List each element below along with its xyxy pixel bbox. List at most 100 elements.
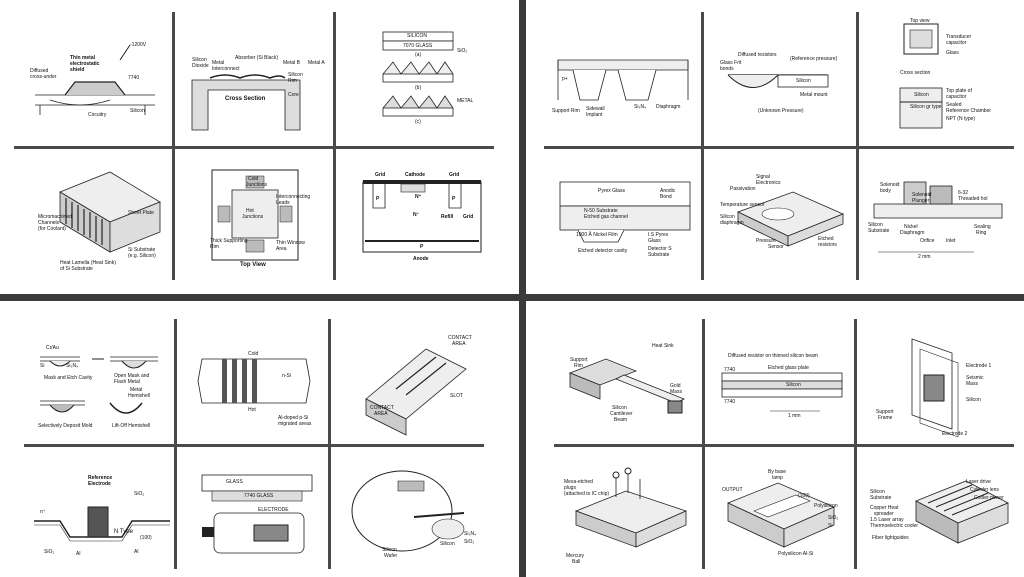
label: Cross Section <box>225 96 266 102</box>
label: (b) <box>415 85 422 91</box>
label: Electronics <box>756 180 781 186</box>
label: (c) <box>415 119 421 125</box>
accelerometer-drawing <box>911 338 959 438</box>
label: Sealed <box>946 102 962 108</box>
label: Cylinder lens <box>970 487 999 493</box>
heat-sink-drawing <box>59 171 161 253</box>
label: Ball <box>572 559 581 565</box>
label: shield <box>70 67 85 73</box>
label: Thick Supporting <box>210 238 248 244</box>
label: Anodic <box>660 188 676 194</box>
grid-divider-v <box>856 12 859 280</box>
label: 7740 <box>724 367 736 373</box>
label: body <box>880 188 891 194</box>
label: Etched detector cavity <box>578 248 628 254</box>
label: (attached to IC chip) <box>564 491 610 497</box>
label: Electrode 1 <box>966 363 992 369</box>
grid-divider-h <box>14 146 494 149</box>
label: Cantilever <box>610 411 633 417</box>
label: 7070 GLASS <box>403 43 433 49</box>
figure-wafer-probe: Silicon Wafer Si₃N₄ SiO₂ Silicon <box>336 451 486 571</box>
label: By base <box>768 469 787 475</box>
grid-divider-v <box>701 12 704 280</box>
label: Thin metal <box>70 55 96 61</box>
label: AREA <box>452 341 466 347</box>
label: Beam <box>614 417 628 423</box>
grid-divider-h <box>544 146 1014 149</box>
label: Silicon <box>440 541 455 547</box>
label: 7740 GLASS <box>244 493 274 499</box>
label: Grid <box>463 214 474 220</box>
label: Substrate <box>870 495 892 501</box>
label: capacitor <box>946 94 967 100</box>
label: Leads <box>276 200 290 206</box>
label: Pyrex Glass <box>598 188 625 194</box>
label: Selectively Deposit Mold <box>38 423 93 429</box>
mercury-array-drawing <box>574 467 688 548</box>
label: N-50 Substrate <box>584 208 618 214</box>
label: Silicon gr type <box>910 104 942 110</box>
gas-detector-drawing <box>559 181 691 243</box>
label: N⁺ <box>415 194 422 200</box>
label: Cold <box>248 351 259 357</box>
label: Sealing <box>974 224 991 230</box>
label: Core <box>288 92 299 98</box>
label: Channels <box>38 220 60 226</box>
label: Hot <box>246 208 254 214</box>
label: Threaded hol <box>958 196 988 202</box>
label: Solenoid <box>912 192 932 198</box>
top-view-drawing <box>211 169 299 261</box>
microvalve-drawing <box>873 181 1003 253</box>
label: Top plate of <box>946 88 972 94</box>
thermomigration-drawing <box>197 358 311 404</box>
label: Cooler power <box>974 495 1004 501</box>
figure-cantilever-accelerometer: Support Rim Heat Sink Silicon Cantilever… <box>556 323 700 441</box>
label: Area <box>276 246 287 252</box>
label: SiO₂ <box>464 539 475 545</box>
integrated-sensor-drawing <box>736 191 845 247</box>
label: Al <box>76 551 81 557</box>
label: SILICON <box>407 33 428 39</box>
label: Orifice <box>920 238 935 244</box>
label: (a) <box>415 52 422 58</box>
label: Plunger <box>912 198 930 204</box>
pressure-sensor-drawing <box>727 74 829 88</box>
label: Cr/Au <box>46 345 59 351</box>
label: Polysilicon Al-Si <box>778 551 814 557</box>
grid-divider-h <box>24 444 484 447</box>
label: Si₃N₄ <box>66 363 79 369</box>
label: Diaphragm <box>656 104 681 110</box>
label: Mass <box>966 381 978 387</box>
label: Gold <box>670 383 681 389</box>
label: Thermoelectric cooler <box>870 523 919 529</box>
label: Silicon <box>612 405 627 411</box>
label: Substrate <box>648 252 670 258</box>
label: Rim <box>210 244 219 250</box>
label: Silicon <box>720 214 735 220</box>
figure-reference-electrode: Reference Electrode SiO₂ n⁺ N Type (100)… <box>30 451 172 571</box>
label: 1000 Å Nickel Film <box>576 232 618 238</box>
label: Flash Metal <box>114 379 140 385</box>
label: 1 mm <box>788 413 801 419</box>
figure-microvalve: Solenoid body Solenoid Plunger 6-32 Thre… <box>864 152 1014 280</box>
figure-beam-resistor: Diffused resistor on thinned silicon bea… <box>710 323 852 441</box>
label: Silicon <box>382 547 397 553</box>
figure-micro-channel-heat-sink: Sheet Plate Micromachined Channels (for … <box>20 152 170 280</box>
label: Passivation <box>730 186 756 192</box>
label: Sidewall <box>586 106 605 112</box>
figure-polysilicon-resonator: OUTPUT By base lamp (100) Polysilicon Si… <box>710 451 852 571</box>
label: (e.g. Silicon) <box>128 253 156 259</box>
label: N Type <box>114 529 133 535</box>
label: Implant <box>586 112 603 118</box>
label: Inlet <box>946 238 956 244</box>
label: capacitor <box>946 40 967 46</box>
figure-contact-slot: CONTACT AREA SLOT CONTACT AREA <box>336 319 486 441</box>
figure-capacitive-pressure-sensor: Top view Transducer capacitor Glass Cros… <box>864 14 1014 140</box>
grid-divider-h <box>554 444 1014 447</box>
label: GLASS <box>226 479 243 485</box>
label: of Si Substrate <box>60 266 93 272</box>
label: Support <box>876 409 894 415</box>
label: Metal B <box>283 60 300 66</box>
label: Wafer <box>384 553 398 559</box>
thermopile-drawing <box>191 74 301 131</box>
